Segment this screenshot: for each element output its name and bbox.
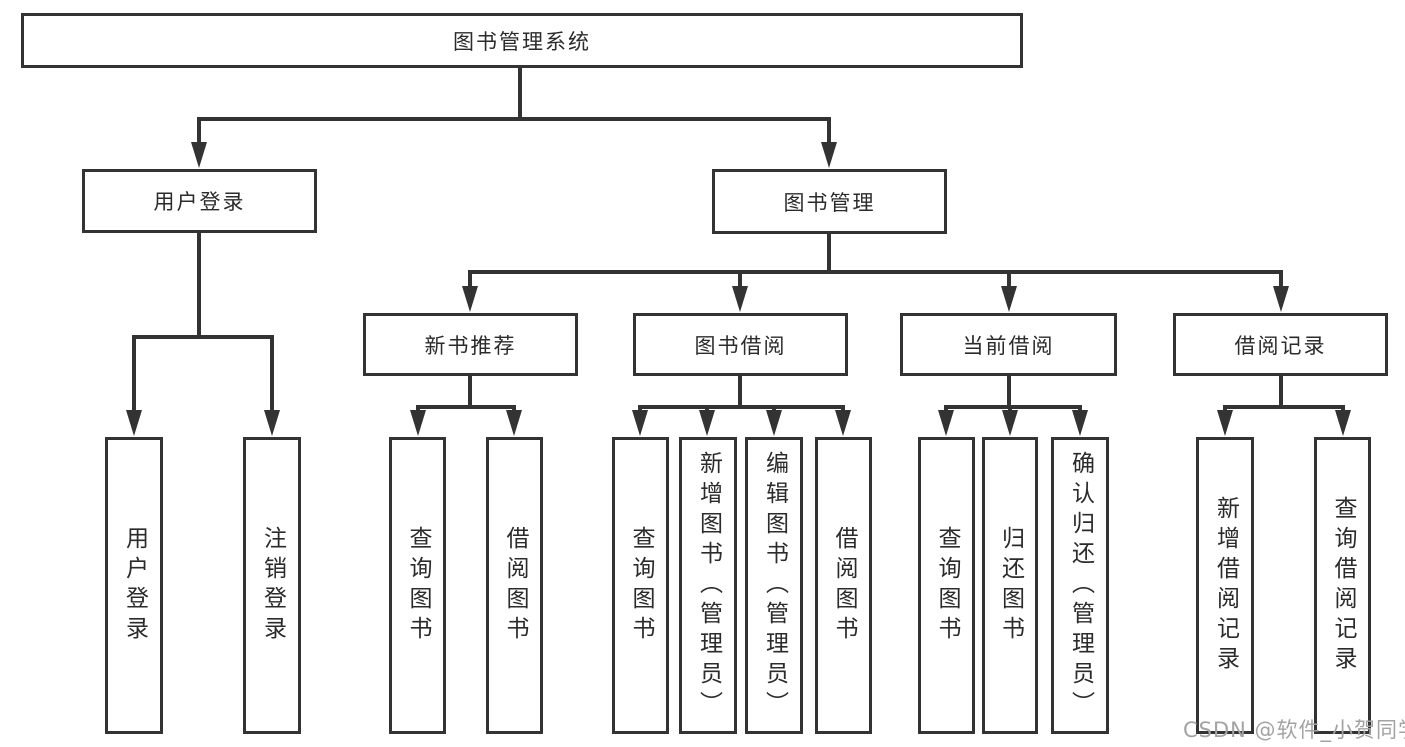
leaf-borrow-book-1: 借阅图书 xyxy=(486,437,543,734)
node-book-borrow: 图书借阅 xyxy=(633,313,848,376)
arrowhead xyxy=(938,410,954,436)
node-book-management-module: 图书管理 xyxy=(712,169,947,234)
arrowhead xyxy=(821,142,837,168)
node-borrow-record: 借阅记录 xyxy=(1173,313,1388,376)
leaf-query-borrow-record: 查询借阅记录 xyxy=(1314,437,1371,734)
arrowhead xyxy=(1072,410,1088,436)
arrowhead xyxy=(632,410,648,436)
arrowhead xyxy=(766,410,782,436)
node-current-borrow: 当前借阅 xyxy=(900,313,1117,376)
connector-user-login-to-children xyxy=(132,233,274,430)
arrowhead xyxy=(1335,410,1351,436)
arrowhead xyxy=(264,410,280,436)
connector-book-mgmt-to-level3 xyxy=(468,234,1283,306)
leaf-user-login: 用户登录 xyxy=(105,437,163,734)
connector-root-to-level2 xyxy=(197,68,831,160)
arrowhead xyxy=(732,286,748,312)
arrowhead xyxy=(506,410,522,436)
connector-book-borrow-to-children xyxy=(638,376,845,430)
arrowhead xyxy=(191,142,207,168)
leaf-return-book: 归还图书 xyxy=(982,437,1038,734)
arrowhead xyxy=(462,286,478,312)
arrowhead xyxy=(410,410,426,436)
csdn-watermark: CSDN @软件_小贺同学 xyxy=(1183,718,1405,742)
connector-new-book-to-children xyxy=(416,376,516,430)
leaf-add-borrow-record: 新增借阅记录 xyxy=(1196,437,1254,734)
arrowhead xyxy=(1273,286,1289,312)
leaf-query-book-2: 查询图书 xyxy=(612,437,669,734)
leaf-confirm-return-admin: 确认归还（管理员） xyxy=(1051,437,1109,734)
arrowhead xyxy=(126,410,142,436)
leaf-borrow-book-2: 借阅图书 xyxy=(815,437,872,734)
connector-borrow-record-to-children xyxy=(1223,376,1345,430)
arrowhead xyxy=(1001,286,1017,312)
leaf-query-book-1: 查询图书 xyxy=(389,437,446,734)
arrowhead xyxy=(1217,410,1233,436)
leaf-query-book-3: 查询图书 xyxy=(918,437,975,734)
arrowhead xyxy=(835,410,851,436)
leaf-logout: 注销登录 xyxy=(243,437,301,734)
node-user-login-module: 用户登录 xyxy=(82,169,317,233)
leaf-edit-book-admin: 编辑图书（管理员） xyxy=(745,437,803,734)
arrowhead xyxy=(699,410,715,436)
node-root-system: 图书管理系统 xyxy=(21,13,1023,68)
leaf-add-book-admin: 新增图书（管理员） xyxy=(679,437,737,734)
arrowhead xyxy=(1002,410,1018,436)
node-new-book-recommend: 新书推荐 xyxy=(363,313,578,376)
